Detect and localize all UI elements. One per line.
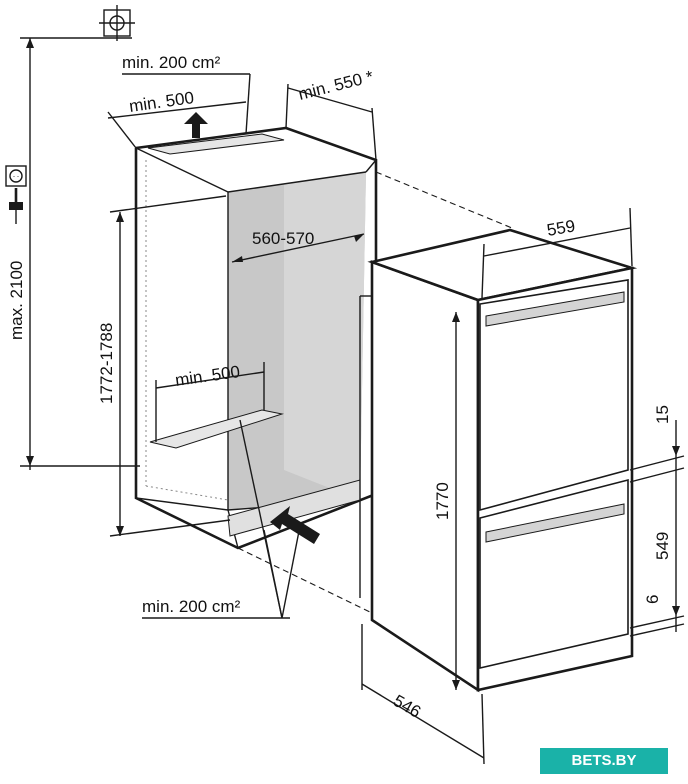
- ceiling-symbol-icon: [99, 5, 135, 41]
- air-outlet-arrow-icon: [184, 112, 208, 138]
- power-socket-icon: [5, 165, 27, 187]
- fridge-width-label: 559: [545, 216, 576, 240]
- door-549-label: 549: [653, 532, 672, 560]
- depth-top-label: min. 550 *: [296, 67, 375, 104]
- fridge-unit: [359, 228, 638, 693]
- air-inlet-arrow-icon: [270, 506, 320, 544]
- gap-15-label: 15: [653, 405, 672, 424]
- watermark-logo: BETS.BY: [540, 748, 668, 774]
- power-plug-icon: [9, 188, 23, 224]
- gap-6-label: 6: [643, 595, 662, 604]
- fridge-depth-label: 546: [390, 691, 424, 722]
- max-height-label: max. 2100: [7, 261, 26, 340]
- max-height-dimension: [20, 37, 140, 470]
- fridge-height-label: 1770: [433, 482, 452, 520]
- bottom-vent-label: min. 200 cm²: [142, 597, 241, 616]
- niche-width-label: 560-570: [252, 229, 314, 248]
- niche-cabinet: [134, 126, 378, 550]
- top-vent-label: min. 200 cm²: [122, 53, 221, 72]
- niche-height-label: 1772-1788: [97, 323, 116, 404]
